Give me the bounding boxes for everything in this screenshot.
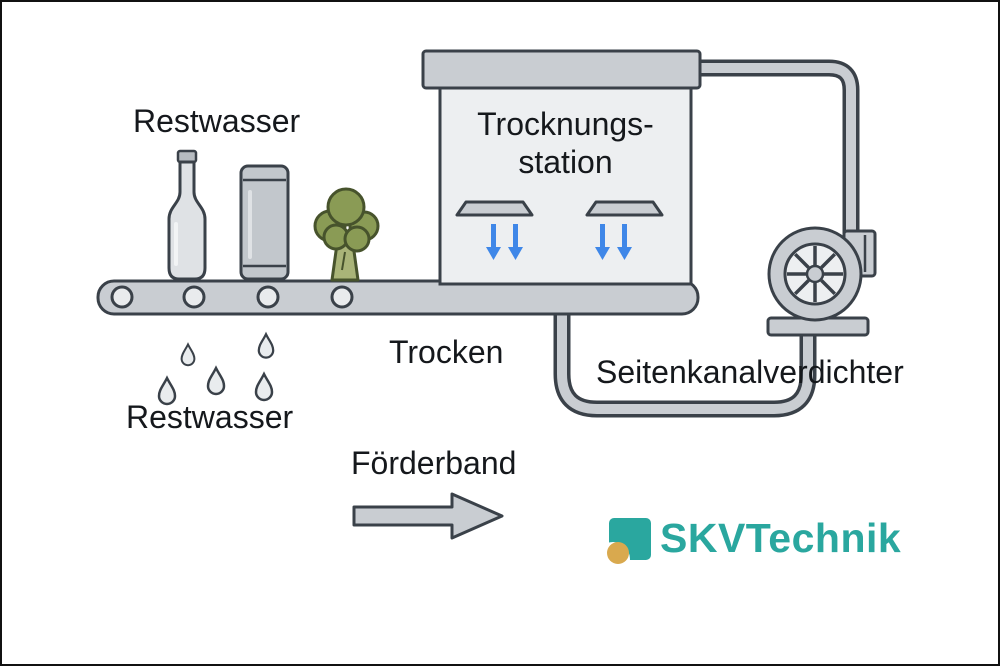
brand-name: SKVTechnik: [660, 515, 902, 561]
water-drop-icon: [157, 331, 275, 406]
drying-station: [421, 49, 702, 286]
belt-roller: [330, 285, 354, 309]
bottle-icon: [167, 149, 207, 281]
label-restwasser-bottom: Restwasser: [126, 399, 294, 435]
label-drying-station-line1: Trocknungs-: [477, 106, 654, 142]
label-foerderband: Förderband: [351, 445, 517, 481]
blower-hub: [805, 264, 825, 284]
belt-roller: [182, 285, 206, 309]
label-drying-station-line2: station: [518, 143, 613, 180]
brand-logo-icon: [596, 518, 651, 576]
label-trocken: Trocken: [389, 334, 504, 370]
direction-arrow-icon: [352, 492, 504, 540]
airflow-arrow-icon: [486, 224, 632, 260]
station-body: [438, 86, 693, 286]
conveyor-belt: [96, 279, 700, 316]
label-drying-station: Trocknungs- station: [440, 106, 691, 182]
label-restwasser-top: Restwasser: [133, 103, 301, 139]
station-cap: [421, 49, 702, 90]
pipe: [699, 59, 860, 237]
can-icon: [239, 164, 290, 281]
belt-roller: [256, 285, 280, 309]
air-nozzle: [585, 200, 664, 217]
label-seitenkanalverdichter: Seitenkanalverdichter: [596, 354, 904, 390]
broccoli-icon: [313, 187, 380, 282]
air-nozzle: [455, 200, 534, 217]
side-channel-blower: [766, 226, 877, 337]
belt-roller: [110, 285, 134, 309]
pipe: [553, 294, 817, 418]
